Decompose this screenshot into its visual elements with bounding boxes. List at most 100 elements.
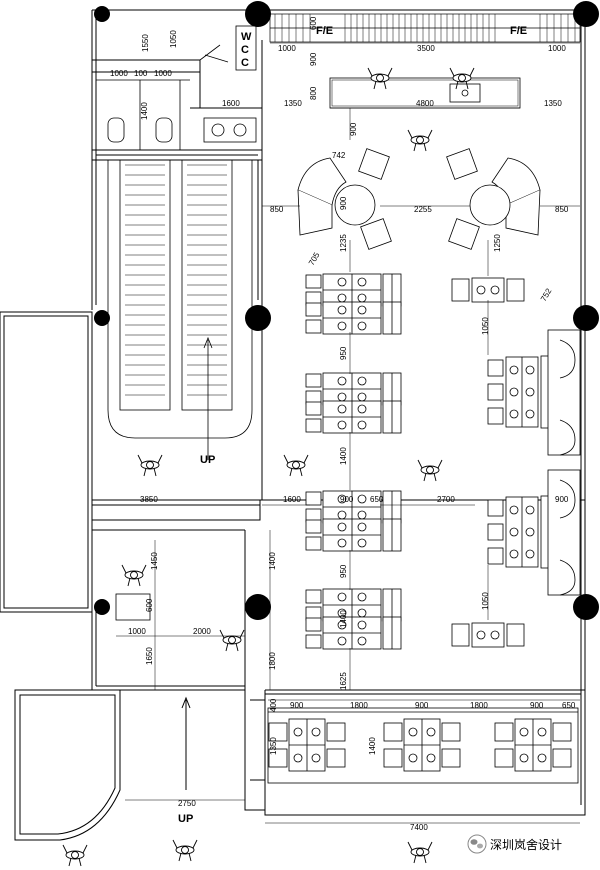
svg-text:950: 950 (339, 564, 348, 578)
svg-text:650: 650 (562, 701, 576, 710)
dimension-lines (96, 42, 580, 824)
svg-text:900: 900 (415, 701, 429, 710)
svg-text:1400: 1400 (339, 610, 348, 628)
svg-text:900: 900 (340, 495, 354, 504)
svg-text:705: 705 (307, 250, 322, 267)
svg-text:7400: 7400 (410, 823, 428, 832)
svg-text:1250: 1250 (493, 234, 502, 252)
svg-text:1450: 1450 (150, 552, 159, 570)
svg-text:4800: 4800 (416, 99, 434, 108)
table-center-7 (305, 588, 402, 622)
svg-text:1050: 1050 (481, 592, 490, 610)
svg-text:900: 900 (555, 495, 569, 504)
svg-text:1350: 1350 (269, 737, 278, 755)
stair-up-label: UP (200, 454, 215, 466)
restrooms (96, 44, 257, 150)
watermark-text: 深圳岚舍设计 (490, 837, 562, 852)
svg-text:1400: 1400 (268, 552, 277, 570)
svg-text:1800: 1800 (268, 652, 277, 670)
svg-text:950: 950 (339, 346, 348, 360)
bottom-banquette (267, 707, 579, 784)
fe-left-label: F/E (316, 25, 333, 37)
wine-rack-storage (269, 13, 581, 43)
svg-text:1350: 1350 (544, 99, 562, 108)
svg-text:2000: 2000 (193, 627, 211, 636)
svg-text:742: 742 (332, 151, 346, 160)
svg-text:1000: 1000 (110, 69, 128, 78)
svg-text:800: 800 (309, 86, 318, 100)
svg-text:1235: 1235 (339, 234, 348, 252)
svg-text:752: 752 (539, 286, 554, 303)
svg-text:2750: 2750 (178, 799, 196, 808)
svg-text:1550: 1550 (141, 34, 150, 52)
reception-desk (115, 593, 151, 621)
round-booth-left (297, 148, 392, 250)
table-center-8 (305, 616, 402, 650)
svg-text:900: 900 (290, 701, 304, 710)
person-icon-2 (137, 454, 163, 477)
fe-right-label: F/E (510, 25, 527, 37)
person-icon-9 (407, 841, 433, 864)
svg-text:2700: 2700 (437, 495, 455, 504)
svg-text:1400: 1400 (339, 447, 348, 465)
table-two-1 (451, 277, 525, 303)
svg-text:1400: 1400 (368, 737, 377, 755)
svg-text:900: 900 (349, 122, 358, 136)
svg-text:3850: 3850 (140, 495, 158, 504)
table-bottom-2 (383, 718, 461, 772)
svg-text:1050: 1050 (169, 30, 178, 48)
svg-text:1800: 1800 (470, 701, 488, 710)
person-icon-8 (172, 839, 198, 862)
dimension-labels: 1550 1050 600 900 800 1000 3500 1000 100… (110, 16, 576, 832)
table-two-2 (451, 622, 525, 648)
svg-text:1600: 1600 (222, 99, 240, 108)
svg-text:900: 900 (309, 52, 318, 66)
svg-text:900: 900 (339, 196, 348, 210)
svg-text:3500: 3500 (417, 44, 435, 53)
table-center-5 (305, 490, 402, 524)
svg-text:1350: 1350 (284, 99, 302, 108)
svg-text:1650: 1650 (145, 647, 154, 665)
svg-text:1000: 1000 (548, 44, 566, 53)
svg-text:2255: 2255 (414, 205, 432, 214)
svg-text:1000: 1000 (154, 69, 172, 78)
svg-text:1800: 1800 (350, 701, 368, 710)
columns (94, 1, 599, 620)
round-booth-right (446, 148, 541, 250)
table-center-4 (305, 400, 402, 434)
watermark: 深圳岚舍设计 (467, 834, 562, 854)
table-center-6 (305, 518, 402, 552)
svg-text:1000: 1000 (278, 44, 296, 53)
svg-text:1050: 1050 (481, 317, 490, 335)
entry-up-label: UP (178, 813, 193, 825)
bartender-2-icon (449, 67, 475, 90)
person-icon-6 (219, 629, 245, 652)
wcc-label-c2: C (241, 57, 249, 69)
svg-text:1600: 1600 (283, 495, 301, 504)
table-bottom-1 (268, 718, 346, 772)
person-icon-5 (121, 564, 147, 587)
svg-text:850: 850 (555, 205, 569, 214)
svg-text:1625: 1625 (339, 672, 348, 690)
table-center-2 (305, 301, 402, 335)
svg-text:100: 100 (134, 69, 148, 78)
escalator (107, 159, 253, 460)
entrance-lobby (14, 689, 191, 841)
table-bottom-3 (494, 718, 572, 772)
svg-text:650: 650 (370, 495, 384, 504)
bartender-1-icon (367, 67, 393, 90)
svg-text:850: 850 (270, 205, 284, 214)
svg-text:400: 400 (269, 698, 278, 712)
wcc-label-w: W (241, 31, 252, 43)
person-icon-4 (417, 459, 443, 482)
waiter-icon-1 (407, 129, 433, 152)
person-icon-3 (283, 454, 309, 477)
svg-text:600: 600 (145, 598, 154, 612)
svg-text:1400: 1400 (140, 102, 149, 120)
svg-text:1000: 1000 (128, 627, 146, 636)
person-icon-7 (62, 844, 88, 867)
svg-text:900: 900 (530, 701, 544, 710)
right-banquettes (547, 329, 581, 596)
table-center-3 (305, 372, 402, 406)
